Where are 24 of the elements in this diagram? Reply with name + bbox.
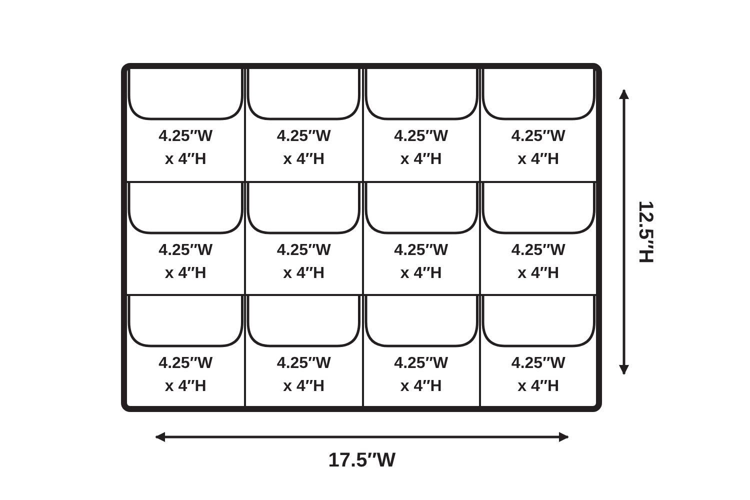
size-label: 4.25″W x 4″H [158, 127, 214, 170]
pocket [478, 294, 596, 406]
pocket [362, 294, 479, 406]
dimension-label: 17.5″W [328, 450, 396, 472]
pocket [362, 69, 479, 182]
pocket [244, 69, 362, 182]
size-label: 4.25″W x 4″H [158, 354, 214, 397]
size-label: 4.25″W x 4″H [276, 354, 332, 397]
size-label: 4.25″W x 4″H [393, 354, 450, 397]
size-label: 4.25″W x 4″H [510, 127, 566, 170]
pocket [244, 181, 362, 294]
size-label: 4.25″W x 4″H [158, 241, 214, 284]
size-label: 4.25″W x 4″H [510, 354, 566, 397]
pocket [244, 294, 362, 406]
size-label: 4.25″W x 4″H [276, 127, 332, 170]
pocket [478, 181, 596, 294]
size-label: 4.25″W x 4″H [393, 241, 450, 284]
size-label: 4.25″W x 4″H [393, 127, 450, 170]
pocket [362, 181, 479, 294]
size-label: 4.25″W x 4″H [276, 241, 332, 284]
organizer-frame [121, 63, 602, 412]
size-label: 4.25″W x 4″H [510, 241, 566, 284]
dimension-label: 12.5″H [634, 200, 656, 264]
pocket [478, 69, 596, 182]
